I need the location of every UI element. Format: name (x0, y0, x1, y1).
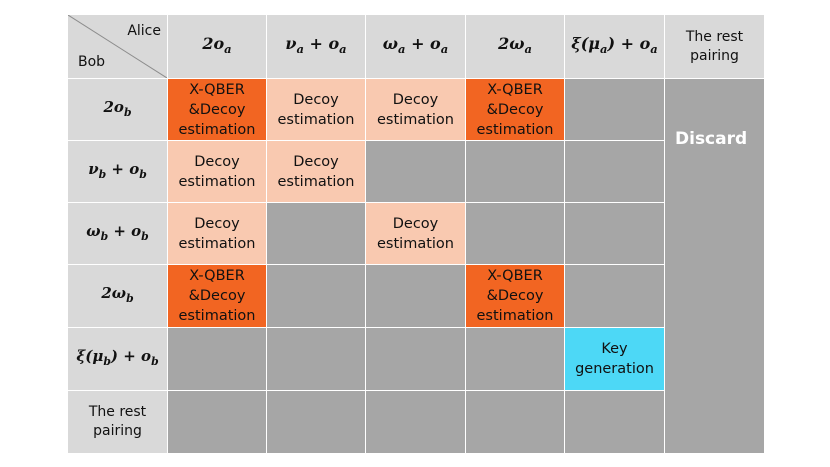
cell-empty (465, 327, 565, 391)
column-header-2omegaa: 2ωa (465, 14, 565, 79)
row-header-rest-pairing: The rest pairing (67, 390, 168, 454)
cell-empty (266, 390, 366, 454)
cell-x-qber-decoy: X-QBER &Decoy estimation (167, 264, 267, 328)
cell-empty (266, 202, 366, 265)
column-header-rest-pairing: The rest pairing (664, 14, 765, 79)
cell-decoy-estimation: Decoy estimation (167, 202, 267, 265)
cell-empty (465, 140, 565, 203)
alice-label: Alice (127, 23, 161, 39)
column-header-nua-oa: νa + oa (266, 14, 366, 79)
column-header-2oa: 2oa (167, 14, 267, 79)
cell-empty (266, 327, 366, 391)
discard-label: Discard (675, 129, 748, 149)
cell-decoy-estimation: Decoy estimation (365, 202, 466, 265)
cell-x-qber-decoy: X-QBER &Decoy estimation (465, 78, 565, 141)
cell-empty (167, 390, 267, 454)
cell-empty (564, 264, 665, 328)
cell-empty (564, 390, 665, 454)
corner-cell: Alice Bob (67, 14, 168, 79)
bob-label: Bob (78, 54, 106, 70)
column-header-omegaa-oa: ωa + oa (365, 14, 466, 79)
cell-key-generation: Key generation (564, 327, 665, 391)
row-header-2omegab: 2ωb (67, 264, 168, 328)
row-header-omegab-ob: ωb + ob (67, 202, 168, 265)
cell-empty (365, 264, 466, 328)
cell-empty (266, 264, 366, 328)
cell-empty (365, 390, 466, 454)
cell-empty (365, 140, 466, 203)
cell-empty (167, 327, 267, 391)
cell-empty (564, 202, 665, 265)
cell-decoy-estimation: Decoy estimation (365, 78, 466, 141)
cell-empty (564, 140, 665, 203)
cell-decoy-estimation: Decoy estimation (167, 140, 267, 203)
cell-empty (465, 390, 565, 454)
corner-diagonal (68, 15, 167, 78)
cell-x-qber-decoy: X-QBER &Decoy estimation (465, 264, 565, 328)
cell-x-qber-decoy: X-QBER &Decoy estimation (167, 78, 267, 141)
cell-decoy-estimation: Decoy estimation (266, 140, 366, 203)
row-header-2ob: 2ob (67, 78, 168, 141)
cell-empty (564, 78, 665, 141)
cell-decoy-estimation: Decoy estimation (266, 78, 366, 141)
cell-empty (365, 327, 466, 391)
discard-region: Discard (664, 78, 765, 454)
pairing-table: Alice Bob 2oa νa + oa ωa + oa 2ωa ξ(μa) … (67, 14, 765, 454)
row-header-nub-ob: νb + ob (67, 140, 168, 203)
row-header-xi-mub-ob: ξ(μb) + ob (67, 327, 168, 391)
column-header-xi-mua-oa: ξ(μa) + oa (564, 14, 665, 79)
cell-empty (465, 202, 565, 265)
